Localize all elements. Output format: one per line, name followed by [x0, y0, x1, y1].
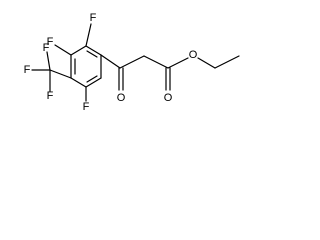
ring-bond-c3-c4 [85, 77, 102, 88]
atom-ester-o-double: O [164, 92, 173, 104]
atom-cf3-f1: F [24, 64, 31, 76]
ring-bond-c1-c2 [85, 45, 102, 56]
ring-bond-c4-c5 [70, 77, 87, 88]
bond-cf3 [49, 69, 72, 79]
bond-carbonyl-ch2 [119, 55, 145, 69]
bond-ring-carbonyl [100, 54, 121, 69]
atom-ester-o-single: O [189, 49, 198, 61]
bond-ch2-ch3 [214, 55, 240, 69]
atom-ketone-o: O [117, 92, 126, 104]
atom-f-top: F [90, 12, 97, 24]
chemical-structure: F F F F F F O O O [24, 12, 240, 113]
atom-f-bottom: F [83, 101, 90, 113]
atom-cf3-f3: F [47, 90, 54, 102]
atom-f-left: F [47, 36, 54, 48]
atom-cf3-f2: F [43, 42, 50, 54]
bond-o-ch2 [197, 57, 216, 69]
structure-canvas: F F F F F F O O O [0, 0, 263, 137]
bond-f-left [54, 44, 72, 56]
bond-f-top [85, 23, 92, 47]
bond-ester-o-single [167, 57, 189, 69]
bond-cf3-f2 [46, 51, 51, 71]
ring-double-c1-c2 [86, 50, 98, 58]
bond-ch2-ester [143, 55, 169, 69]
ring-bond-c6-c1 [70, 45, 87, 56]
ring-double-c3-c4 [86, 75, 98, 83]
